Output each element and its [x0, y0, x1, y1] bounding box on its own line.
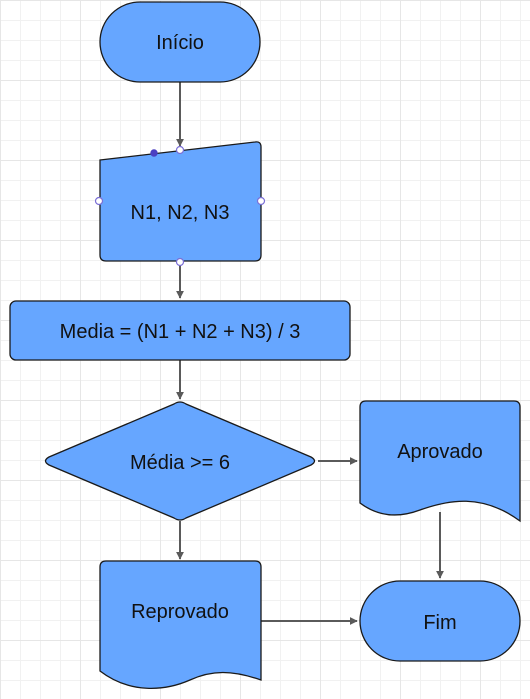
selection-handle[interactable]	[94, 196, 104, 206]
approved-node[interactable]: Aprovado	[359, 400, 521, 523]
selection-handle[interactable]	[175, 257, 185, 267]
start-node[interactable]: Início	[99, 1, 261, 83]
end-label: Fim	[423, 612, 456, 634]
selection-handle[interactable]	[256, 196, 266, 206]
end-node[interactable]: Fim	[359, 580, 521, 662]
failed-node[interactable]: Reprovado	[99, 560, 262, 690]
approved-label: Aprovado	[397, 441, 483, 463]
process-node[interactable]: Media = (N1 + N2 + N3) / 3	[9, 300, 351, 361]
start-label: Início	[156, 32, 204, 54]
decision-label: Média >= 6	[130, 452, 230, 474]
selection-handle[interactable]	[150, 149, 158, 157]
failed-label: Reprovado	[131, 601, 229, 623]
decision-node[interactable]: Média >= 6	[44, 401, 316, 521]
input-node[interactable]: N1, N2, N3	[99, 141, 262, 262]
input-label: N1, N2, N3	[131, 202, 230, 224]
process-label: Media = (N1 + N2 + N3) / 3	[60, 321, 301, 343]
selection-handle[interactable]	[175, 145, 185, 155]
